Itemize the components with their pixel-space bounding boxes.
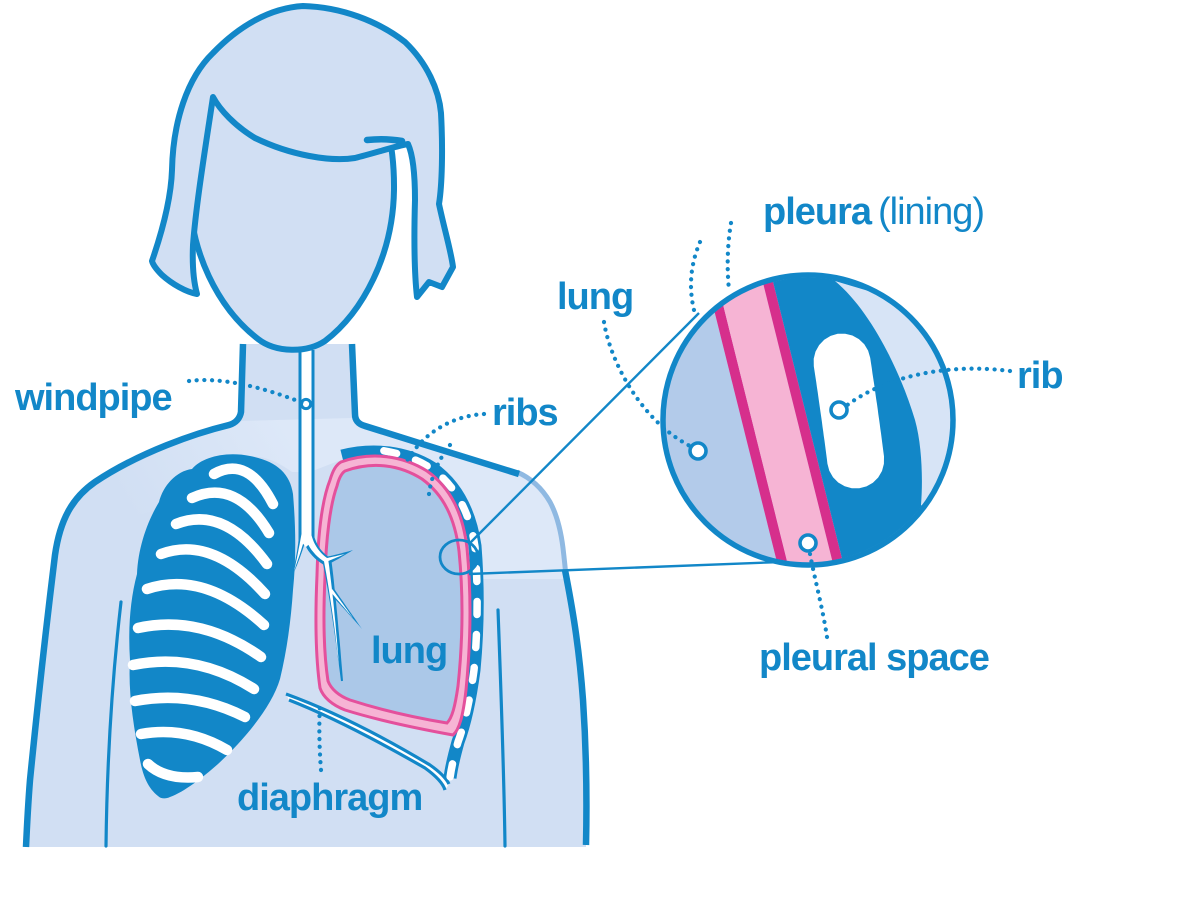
svg-text:diaphragm: diaphragm	[237, 777, 422, 819]
svg-text:windpipe: windpipe	[14, 377, 172, 419]
svg-text:pleura: pleura	[763, 191, 873, 233]
svg-text:pleural space: pleural space	[759, 637, 989, 679]
svg-text:ribs: ribs	[492, 392, 558, 434]
svg-text:(lining): (lining)	[878, 191, 984, 233]
svg-text:lung: lung	[371, 630, 447, 672]
svg-text:lung: lung	[557, 276, 633, 318]
svg-text:rib: rib	[1017, 355, 1063, 397]
